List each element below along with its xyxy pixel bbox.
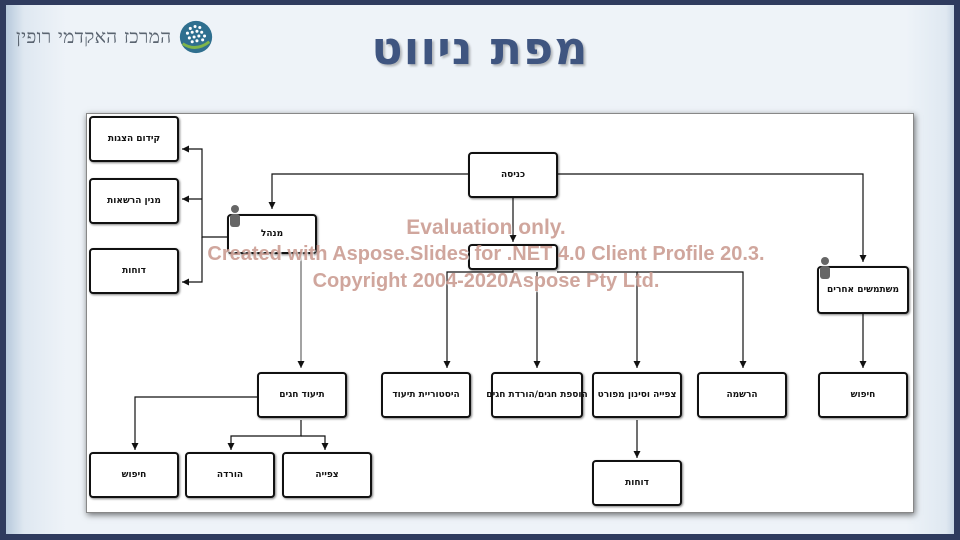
node-other-users: משתמשים אחרים: [817, 257, 909, 314]
node-mid-6: חיפוש: [818, 372, 908, 418]
watermark-line-2: Created with Aspose.Slides for .NET 4.0 …: [207, 243, 765, 265]
page-title: מפת ניווט: [371, 21, 589, 75]
node-top-left-2: מנין הרשאות: [89, 178, 179, 224]
node-bottom-4: דוחות: [592, 460, 682, 506]
node-bottom-1: חיפוש: [89, 452, 179, 498]
node-top-left-3: דוחות: [89, 248, 179, 294]
logo-globe-icon: [180, 20, 213, 54]
node-manager: מנהל: [227, 205, 317, 254]
watermark-line-3: Copyright 2004-2020Aspose Pty Ltd.: [312, 270, 660, 292]
node-mid-1: תיעוד חגים: [257, 372, 347, 418]
node-root: כניסה: [468, 152, 558, 198]
node-bottom-3: צפייה: [282, 452, 372, 498]
person-icon: [820, 257, 830, 279]
person-icon: [230, 205, 240, 227]
watermark-line-1: Evaluation only.: [406, 216, 566, 239]
logo-text: המרכז האקדמי רופין: [16, 25, 172, 48]
node-mid-2: היסטוריית תיעוד: [381, 372, 471, 418]
node-mid-4: צפייה וסינון מפורט: [592, 372, 682, 418]
node-mid-5: הרשמה: [697, 372, 787, 418]
logo: המרכז האקדמי רופין: [16, 15, 215, 59]
navigation-diagram: כניסה מנהל משתמשים אחרים קידום הצגות מני…: [86, 113, 914, 513]
node-center: [468, 244, 558, 270]
node-mid-3: הוספת חגים/הורדת חגים: [486, 372, 588, 418]
node-bottom-2: הורדה: [185, 452, 275, 498]
node-top-left-1: קידום הצגות: [89, 116, 179, 162]
